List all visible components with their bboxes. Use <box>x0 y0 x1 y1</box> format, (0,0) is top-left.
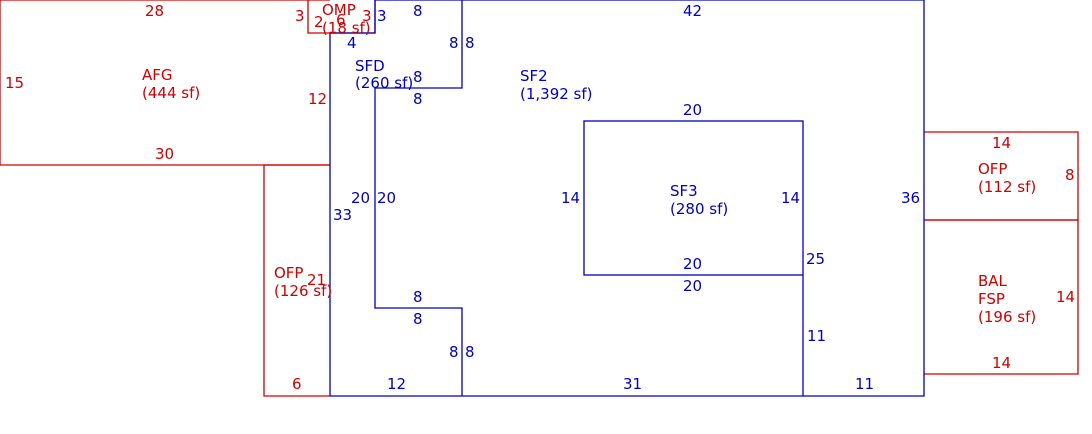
main-outline <box>329 0 925 397</box>
dim-label: 8 <box>449 34 459 52</box>
dim-label: 14 <box>992 134 1011 152</box>
dim-label: 36 <box>901 189 920 207</box>
dim-label: 14 <box>992 354 1011 372</box>
dim-label: 42 <box>683 2 702 20</box>
dim-label: 8 <box>1065 166 1075 184</box>
afg-outline <box>0 0 330 166</box>
dim-label: 14 <box>1056 288 1075 306</box>
dim-label: 12 <box>387 375 406 393</box>
dim-label: 31 <box>623 375 642 393</box>
dim-label: 20 <box>351 189 370 207</box>
ofp-left-outline <box>263 164 330 397</box>
dim-label: 20 <box>377 189 396 207</box>
sf3-outline <box>583 120 804 276</box>
dim-label: 28 <box>145 2 164 20</box>
dim-label: 6 <box>336 11 346 29</box>
sf2-code: SF2 <box>520 67 548 85</box>
dim-label: 8 <box>413 310 423 328</box>
sfd-size: (260 sf) <box>355 74 413 92</box>
dim-label: 3 <box>295 7 305 25</box>
dim-label: 20 <box>683 255 702 273</box>
dim-label: 8 <box>413 90 423 108</box>
bal-code2: FSP <box>978 290 1005 308</box>
sfd-code: SFD <box>355 57 385 75</box>
dim-label: 8 <box>465 343 475 361</box>
bal-outline <box>924 219 1079 375</box>
dim-label: 11 <box>855 375 874 393</box>
dim-label: 30 <box>155 145 174 163</box>
dim-label: 2 <box>314 13 324 31</box>
sf2-size: (1,392 sf) <box>520 85 593 103</box>
sf3-code: SF3 <box>670 182 698 200</box>
sf3-size: (280 sf) <box>670 200 728 218</box>
ofp-right-size: (112 sf) <box>978 178 1036 196</box>
ofp-right-code: OFP <box>978 160 1007 178</box>
afg-code: AFG <box>142 66 173 84</box>
dim-label: 14 <box>561 189 580 207</box>
dim-label: 12 <box>308 90 327 108</box>
dim-label: 8 <box>413 2 423 20</box>
dim-label: 8 <box>449 343 459 361</box>
dim-label: 21 <box>307 271 326 289</box>
dim-label: 25 <box>806 250 825 268</box>
dim-label: 4 <box>347 34 357 52</box>
dim-label: 6 <box>292 375 302 393</box>
dim-label: 8 <box>413 288 423 306</box>
bal-code: BAL <box>978 272 1008 290</box>
dim-label: 8 <box>413 68 423 86</box>
dim-label: 15 <box>5 74 24 92</box>
dim-label: 33 <box>333 206 352 224</box>
dim-label: 14 <box>781 189 800 207</box>
afg-size: (444 sf) <box>142 84 200 102</box>
ofp-left-code: OFP <box>274 264 303 282</box>
dim-label: 8 <box>465 34 475 52</box>
dim-label: 20 <box>683 277 702 295</box>
omp-size: (18 sf) <box>322 19 371 37</box>
dim-label: 11 <box>807 327 826 345</box>
omp-code: OMP <box>322 1 356 19</box>
dim-label: 3 <box>362 7 372 25</box>
sfd-outline <box>374 0 463 396</box>
bal-size: (196 sf) <box>978 308 1036 326</box>
dim-label: 3 <box>377 7 387 25</box>
ofp-left-size: (126 sf) <box>274 282 332 300</box>
dim-label: 20 <box>683 101 702 119</box>
